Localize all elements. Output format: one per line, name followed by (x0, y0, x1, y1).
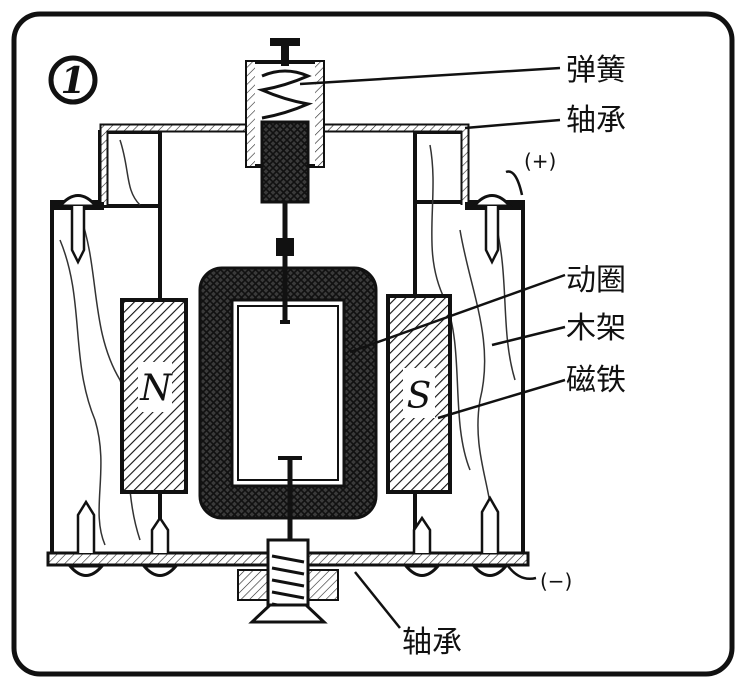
pole-s-label: S (407, 376, 432, 417)
magnet-south: S (386, 294, 452, 494)
label-wood-frame: 木架 (566, 311, 626, 346)
pole-n-label: N (139, 368, 173, 409)
label-terminal-negative: (−) (540, 569, 572, 593)
figure-number-badge: 1 (48, 55, 98, 105)
magnet-north: N (120, 298, 188, 494)
screw-top-left (56, 194, 100, 265)
lower-bearing (237, 538, 339, 624)
label-bearing-bottom: 轴承 (402, 625, 462, 660)
label-spring: 弹簧 (566, 53, 626, 88)
shaft (276, 202, 302, 552)
label-bearing-top: 轴承 (566, 103, 626, 138)
label-terminal-positive: (+) (524, 149, 556, 173)
upper-bearing-housing (245, 38, 325, 204)
moving-coil (198, 266, 378, 520)
figure-number: 1 (60, 60, 85, 102)
frame-border (11, 11, 735, 677)
leader-lines (299, 66, 566, 629)
screw-top-right (470, 194, 514, 265)
screws-bottom (66, 495, 510, 577)
label-magnet: 磁铁 (566, 363, 626, 398)
label-moving-coil: 动圈 (566, 263, 626, 298)
